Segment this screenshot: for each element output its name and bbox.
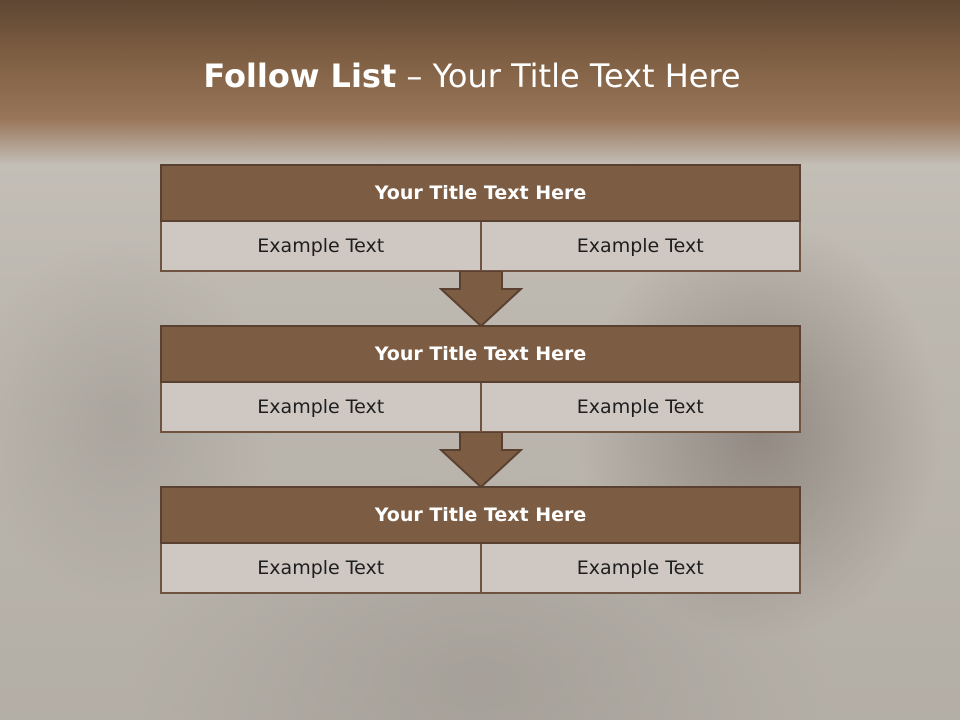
slide-title-strong: Follow List [203,57,397,95]
step-row: Example Text Example Text [160,383,801,433]
step-cell-left: Example Text [160,544,482,594]
slide-title-rest: – Your Title Text Here [396,57,741,95]
step-title: Your Title Text Here [160,164,801,222]
step-cell-left: Example Text [160,383,482,433]
step-cell-left: Example Text [160,222,482,272]
step-block-3: Your Title Text Here Example Text Exampl… [160,486,801,594]
step-cell-right: Example Text [481,383,801,433]
step-row: Example Text Example Text [160,544,801,594]
header-band [0,0,960,165]
step-cell-right: Example Text [481,544,801,594]
step-cell-right: Example Text [481,222,801,272]
step-title: Your Title Text Here [160,325,801,383]
step-block-2: Your Title Text Here Example Text Exampl… [160,325,801,433]
step-row: Example Text Example Text [160,222,801,272]
down-arrow-icon [439,432,523,488]
step-title: Your Title Text Here [160,486,801,544]
down-arrow-icon [439,271,523,327]
slide-title: Follow List – Your Title Text Here [0,54,944,98]
step-block-1: Your Title Text Here Example Text Exampl… [160,164,801,272]
